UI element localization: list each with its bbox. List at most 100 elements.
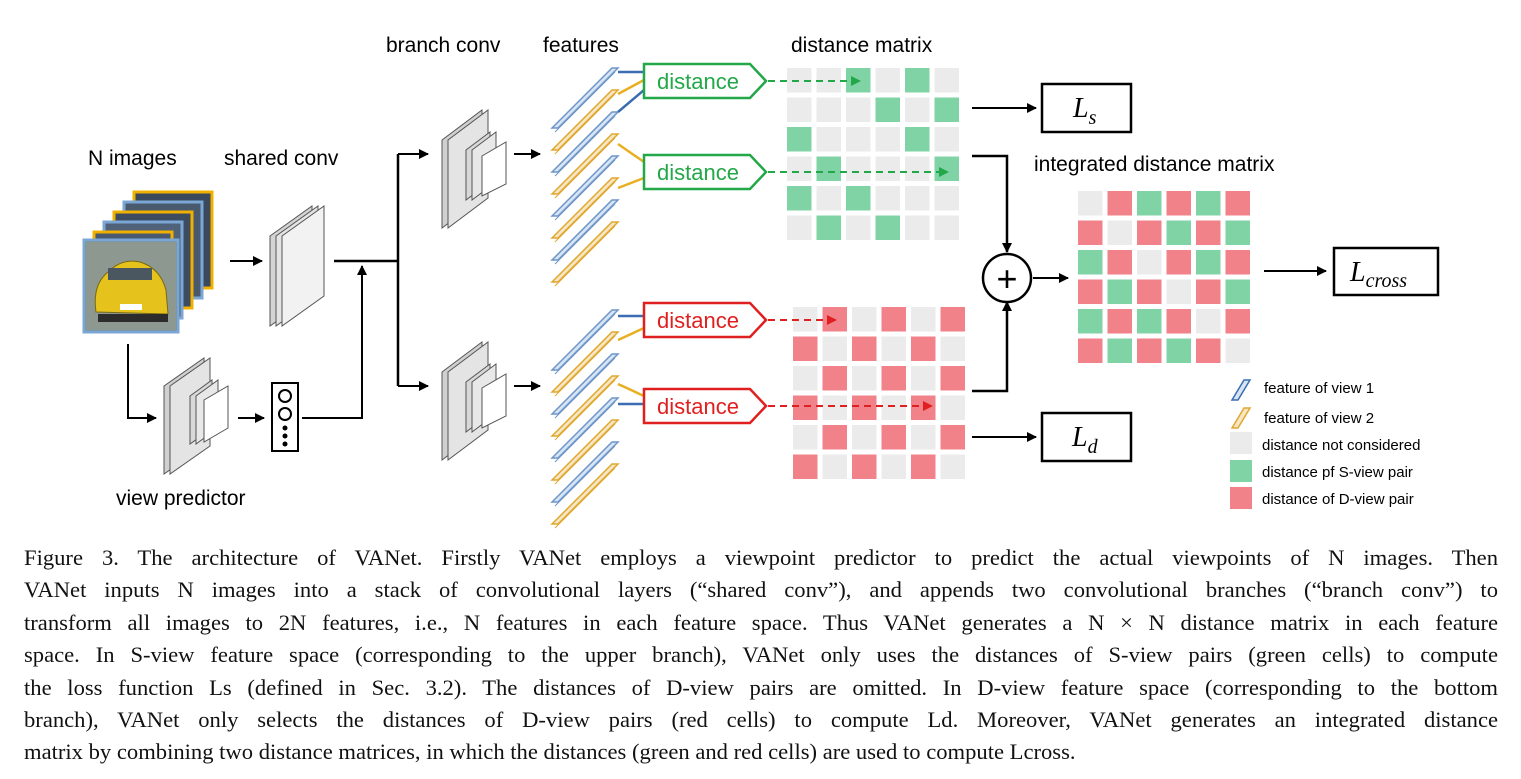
loss-ls-main: L (1072, 93, 1089, 124)
matrix-cell (1225, 220, 1250, 245)
arrow-s-matrix-to-plus (972, 154, 1012, 253)
branch-conv-label: branch conv (386, 34, 501, 57)
svg-text:Ld: Ld (1071, 422, 1099, 458)
distance-label: distance (657, 69, 739, 94)
distance-box-lower-2: distance (642, 387, 768, 425)
matrix-cell (905, 68, 930, 93)
matrix-cell (875, 97, 900, 122)
feature-bar-edge (554, 313, 616, 375)
upper-feature-connectors (617, 70, 645, 190)
matrix-cell (787, 215, 812, 240)
feature-view2-bar (550, 419, 620, 481)
viewpoint-vector-icon (271, 382, 299, 452)
d-view-distance-matrix (793, 307, 965, 479)
matrix-cell (1137, 191, 1162, 216)
matrix-cell (1166, 250, 1191, 275)
feature-view1-bar (550, 67, 620, 129)
matrix-cell (822, 425, 847, 450)
matrix-cell (940, 425, 965, 450)
matrix-cell (911, 395, 936, 420)
loss-ld-sub: d (1088, 436, 1099, 458)
matrix-cell (816, 97, 841, 122)
matrix-cell (1078, 279, 1103, 304)
feature-view2-bar (550, 331, 620, 393)
matrix-cell (1166, 279, 1191, 304)
distance-matrix-label: distance matrix (791, 34, 933, 57)
matrix-cell (793, 395, 818, 420)
n-images-label: N images (88, 147, 177, 170)
matrix-cell (1196, 279, 1221, 304)
matrix-cell (787, 127, 812, 152)
matrix-cell (822, 454, 847, 479)
features-label: features (543, 34, 619, 57)
figure-caption: Figure 3. The architecture of VANet. Fir… (24, 542, 1498, 769)
matrix-cell (875, 186, 900, 211)
matrix-cell (905, 156, 930, 181)
feature-bar-edge (554, 467, 616, 529)
matrix-cell (816, 127, 841, 152)
legend-label: feature of view 2 (1264, 410, 1374, 427)
matrix-cell (934, 68, 959, 93)
matrix-cell (1107, 191, 1132, 216)
matrix-cell (934, 97, 959, 122)
caption-line-7: matrix by combining two distance matrice… (24, 739, 1076, 765)
feature-bar-edge (554, 357, 616, 419)
caption-line-6: branch), VANet only selects the distance… (24, 707, 1498, 733)
legend: feature of view 1 feature of view 2 dist… (1230, 379, 1420, 509)
matrix-cell (911, 336, 936, 361)
matrix-cell (1137, 338, 1162, 363)
feature-bar-edge (554, 71, 616, 133)
feature-bar-edge (554, 181, 616, 243)
matrix-cell (1166, 309, 1191, 334)
feature-bar-edge (554, 423, 616, 485)
matrix-cell (852, 454, 877, 479)
legend-label: distance of D-view pair (1262, 491, 1414, 508)
loss-ld-box: Ld (1040, 411, 1133, 463)
matrix-cell (846, 97, 871, 122)
svg-text:+: + (996, 258, 1017, 299)
matrix-cell (1078, 191, 1103, 216)
loss-ld-main: L (1071, 422, 1088, 453)
legend-label: feature of view 1 (1264, 380, 1374, 397)
matrix-cell (846, 186, 871, 211)
matrix-cell (881, 454, 906, 479)
matrix-cell (822, 366, 847, 391)
matrix-cell (905, 127, 930, 152)
feature-view2-bar (550, 89, 620, 151)
matrix-cell (875, 127, 900, 152)
matrix-cell (846, 156, 871, 181)
matrix-cell (852, 336, 877, 361)
matrix-cell (881, 307, 906, 332)
upper-branch-conv-block (441, 109, 507, 229)
matrix-cell (852, 366, 877, 391)
matrix-cell (1107, 279, 1132, 304)
matrix-cell (1225, 338, 1250, 363)
matrix-cell (940, 366, 965, 391)
matrix-cell (1225, 191, 1250, 216)
feature-bar-edge (554, 159, 616, 221)
loss-lcross-box: Lcross (1332, 246, 1440, 297)
distance-label: distance (657, 308, 739, 333)
matrix-cell (1107, 250, 1132, 275)
matrix-cell (934, 156, 959, 181)
matrix-cell (852, 425, 877, 450)
matrix-cell (816, 215, 841, 240)
matrix-cell (1078, 250, 1103, 275)
matrix-cell (1137, 279, 1162, 304)
view-predictor-block (163, 357, 229, 475)
matrix-cell (875, 215, 900, 240)
matrix-cell (1166, 338, 1191, 363)
arrow-images-to-predictor (127, 344, 157, 423)
matrix-cell (881, 366, 906, 391)
matrix-cell (934, 186, 959, 211)
matrix-cell (934, 127, 959, 152)
matrix-cell (881, 395, 906, 420)
matrix-cell (881, 425, 906, 450)
matrix-cell (905, 215, 930, 240)
matrix-cell (793, 336, 818, 361)
matrix-cell (875, 68, 900, 93)
lower-feature-connectors (617, 314, 645, 406)
integrated-distance-matrix-label: integrated distance matrix (1034, 153, 1275, 176)
matrix-cell (787, 156, 812, 181)
matrix-cell (940, 454, 965, 479)
